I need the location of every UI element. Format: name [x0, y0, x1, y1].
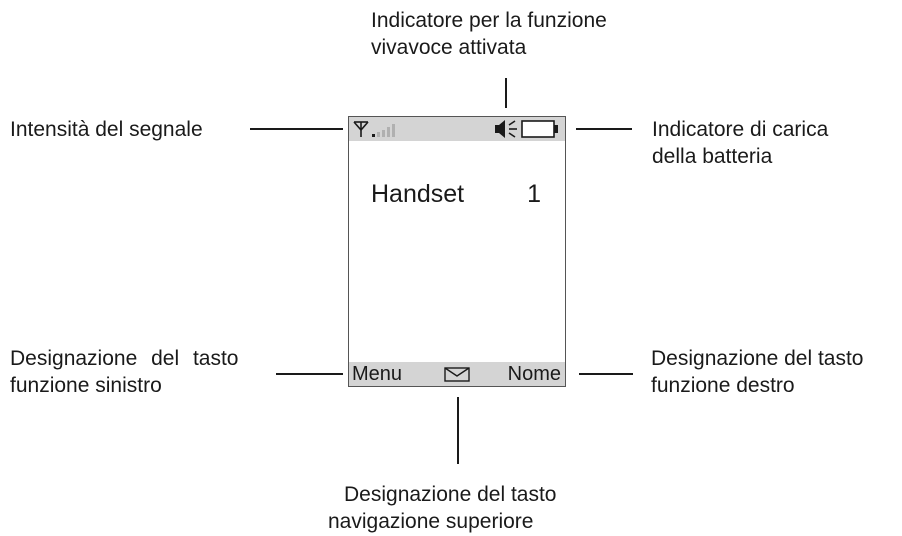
- handset-screen: Handset 1 Menu Nome: [348, 116, 566, 387]
- callout-speaker-line2: vivavoce attivata: [371, 36, 527, 59]
- callout-nav-key-leader: [457, 397, 459, 464]
- callout-nav-key-line2: navigazione superiore: [328, 510, 534, 533]
- softkey-bar: Menu Nome: [349, 362, 565, 386]
- antenna-signal-icon: [353, 121, 395, 137]
- callout-signal-leader: [250, 128, 343, 130]
- envelope-icon[interactable]: [442, 362, 472, 386]
- status-bar: [349, 117, 565, 141]
- callout-battery-line2: della batteria: [652, 145, 773, 168]
- callout-left-key-line2: funzione sinistro: [10, 374, 162, 397]
- speaker-icon: [495, 120, 517, 138]
- callout-left-key-line1: Designazione del tasto: [10, 347, 239, 370]
- callout-right-key-leader: [579, 373, 633, 375]
- handset-number: 1: [527, 180, 541, 208]
- callout-right-key-line1: Designazione del tasto: [651, 347, 864, 370]
- callout-right-key-line2: funzione destro: [651, 374, 795, 397]
- softkey-right-nome[interactable]: Nome: [507, 363, 561, 385]
- callout-left-key-leader: [276, 373, 343, 375]
- callout-speaker-line1: Indicatore per la funzione: [371, 9, 607, 32]
- callout-battery-line1: Indicatore di carica: [652, 118, 829, 141]
- handset-title: Handset: [371, 180, 465, 208]
- callout-speaker-leader: [505, 78, 507, 108]
- callout-signal: Intensità del segnale: [10, 118, 203, 141]
- softkey-left-menu[interactable]: Menu: [352, 363, 403, 385]
- callout-battery-leader: [576, 128, 632, 130]
- battery-icon: [521, 120, 558, 138]
- callout-nav-key-line1: Designazione del tasto: [344, 483, 557, 506]
